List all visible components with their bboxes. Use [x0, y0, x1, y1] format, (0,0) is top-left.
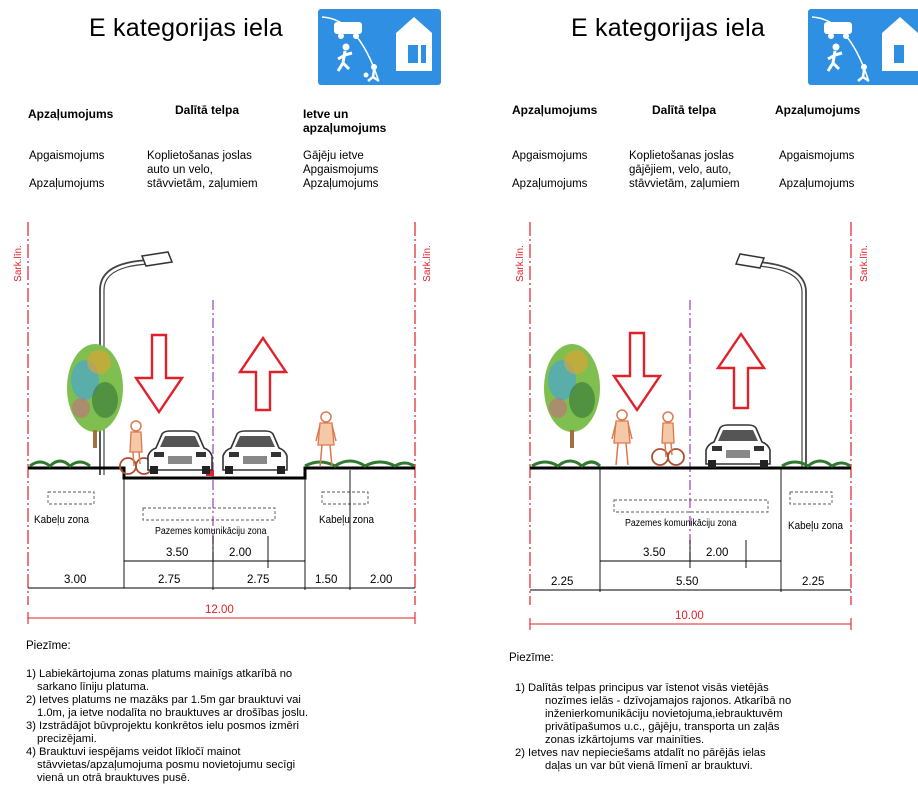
left-col1-line1: Apgaismojums: [29, 150, 105, 162]
left-note-line: 2) Ietves platums ne mazāks par 1.5m gar…: [26, 694, 301, 706]
right-dim-outer-2: 5.50: [676, 576, 699, 588]
right-col1-line1: Apgaismojums: [512, 150, 588, 162]
right-red-line-label-2: Sark.līn.: [858, 245, 870, 282]
left-note-title: Piezīme:: [26, 640, 71, 652]
left-cable-zone-label: Kabeļu zona: [34, 514, 90, 526]
left-note-line: sarkano līniju platuma.: [37, 681, 149, 693]
left-header-3a: Ietve un: [303, 107, 349, 121]
left-dim-outer-2: 2.75: [158, 574, 181, 586]
right-note-line: 2) Ietves nav nepieciešams atdalīt no pā…: [515, 747, 766, 759]
shared-space-sign-icon: [808, 9, 918, 85]
right-col2-line3: stāvvietām, zaļumiem: [629, 178, 740, 190]
left-header-2: Dalītā telpa: [175, 103, 240, 117]
right-col3-line2: Apzaļumojums: [779, 178, 855, 190]
left-dim-inner-2: 2.00: [229, 547, 252, 559]
left-note-line: precizējami.: [37, 733, 97, 745]
left-header-3b: apzaļumojums: [303, 121, 387, 135]
right-note-line: privātīpašumos u.c., gājēju, transporta …: [545, 721, 780, 733]
left-header-1: Apzaļumojums: [28, 107, 114, 121]
left-dim-outer-3: 2.75: [247, 574, 270, 586]
right-note-line: daļas un var būt vienā līmenī ar brauktu…: [545, 760, 753, 772]
left-note-line: 4) Brauktuvi iespējams veidot līkločī ma…: [26, 746, 241, 758]
left-dim-total: 12.00: [205, 604, 234, 616]
right-dim-outer-3: 2.25: [802, 576, 825, 588]
right-col1-line2: Apzaļumojums: [512, 178, 588, 190]
right-header-3: Apzaļumojums: [775, 103, 861, 117]
right-dim-outer-1: 2.25: [551, 576, 574, 588]
right-note-line: inženierkomunikāciju novietojuma,iebrauk…: [545, 708, 783, 720]
left-dim-outer-4: 1.50: [315, 574, 338, 586]
right-col2-line2: gājējiem, velo, auto,: [629, 164, 732, 176]
left-note-line: 1) Labiekārtojuma zonas platums mainīgs …: [26, 668, 293, 680]
left-col2-line2: auto un velo,: [147, 164, 213, 176]
left-note-line: 3) Izstrādājot būvprojektu konkrētos iel…: [26, 720, 299, 732]
left-col3-line1: Gājēju ietve: [303, 150, 364, 162]
right-header-2: Dalītā telpa: [652, 103, 717, 117]
right-cable-zone-label: Kabeļu zona: [788, 520, 844, 532]
right-header-1: Apzaļumojums: [512, 103, 598, 117]
left-col2-line1: Koplietošanas joslas: [147, 150, 252, 162]
left-title: E kategorijas iela: [89, 14, 283, 42]
left-red-line-label-2: Sark.līn.: [421, 245, 433, 282]
right-note-line: 1) Dalītās telpas principus var īstenot …: [515, 682, 769, 694]
left-dim-outer-5: 2.00: [370, 574, 393, 586]
left-cable-zone-label-2: Kabeļu zona: [319, 514, 375, 526]
left-col1-line2: Apzaļumojums: [29, 178, 105, 190]
left-red-line-label-1: Sark.līn.: [12, 245, 24, 282]
left-note-line: vienā un otrā brauktuves pusē.: [37, 772, 190, 784]
right-red-line-label-1: Sark.līn.: [514, 245, 526, 282]
right-dim-total: 10.00: [675, 610, 704, 622]
left-note-line: stāvvietas/apzaļumojuma posmu novietojum…: [37, 759, 296, 771]
right-col2-line1: Koplietošanas joslas: [629, 150, 734, 162]
right-note-line: zonas izkārtojums var mainīties.: [545, 734, 705, 746]
left-col3-line2: Apgaismojums: [303, 164, 379, 176]
left-col2-line3: stāvvietām, zaļumiem: [147, 178, 258, 190]
left-underground-zone-label: Pazemes komunikāciju zona: [155, 526, 267, 537]
right-note-line: nozīmes ielās - dzīvojamajos rajonos. At…: [545, 695, 792, 707]
left-note-line: 1.0m, ja ietve nodalīta no brauktuves ar…: [37, 707, 309, 719]
right-title: E kategorijas iela: [571, 14, 765, 42]
left-dim-inner-1: 3.50: [166, 547, 189, 559]
shared-space-sign-icon: [318, 9, 441, 85]
right-col3-line1: Apgaismojums: [779, 150, 855, 162]
right-dim-inner-1: 3.50: [643, 547, 666, 559]
right-underground-zone-label: Pazemes komunikāciju zona: [625, 518, 737, 529]
right-dim-inner-2: 2.00: [706, 547, 729, 559]
left-col3-line3: Apzaļumojums: [303, 178, 379, 190]
left-dim-outer-1: 3.00: [64, 574, 87, 586]
right-note-title: Piezīme:: [509, 652, 554, 664]
